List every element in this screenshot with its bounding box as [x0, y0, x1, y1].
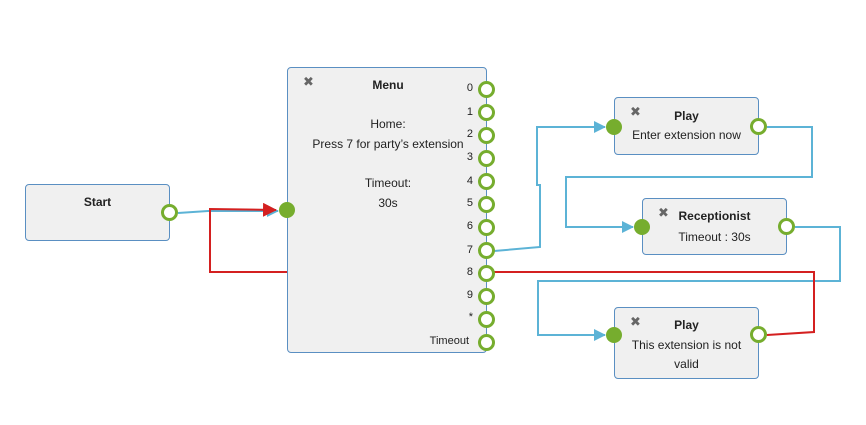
play-node-2-text-line2: valid: [674, 357, 699, 371]
receptionist-node-text: Timeout : 30s: [678, 230, 751, 244]
menu-timeout-value: 30s: [378, 196, 398, 210]
menu-output-label-9: 9: [466, 289, 473, 301]
menu-output-label-7: 7: [466, 244, 473, 256]
play-node-1-output-port[interactable]: [750, 118, 767, 135]
menu-output-port-4[interactable]: [478, 173, 495, 190]
menu-output-port-9[interactable]: [478, 288, 495, 305]
menu-output-label-6: 6: [466, 220, 473, 232]
menu-prompt-text: Press 7 for party’s extension: [312, 137, 464, 151]
menu-output-port-7[interactable]: [478, 242, 495, 259]
menu-output-port-timeout[interactable]: [478, 334, 495, 351]
menu-output-label-timeout: Timeout: [429, 335, 469, 347]
menu-output-port-0[interactable]: [478, 81, 495, 98]
menu-node[interactable]: ✖ Menu Home: Press 7 for party’s extensi…: [287, 67, 487, 353]
menu-output-port-star[interactable]: [478, 311, 495, 328]
menu-output-port-8[interactable]: [478, 265, 495, 282]
wire-menu7-to-play1[interactable]: [493, 121, 606, 252]
start-node[interactable]: Start: [25, 184, 170, 241]
play-node-2[interactable]: ✖ Play This extension is not valid: [614, 307, 759, 379]
play-node-2-text-line1: This extension is not: [631, 338, 742, 352]
play-node-1-input-port[interactable]: [606, 119, 622, 135]
play-node-2-output-port[interactable]: [750, 326, 767, 343]
play-node-2-input-port[interactable]: [606, 327, 622, 343]
receptionist-node-title: Receptionist: [678, 209, 751, 223]
play-node-1-title: Play: [674, 109, 699, 123]
close-icon[interactable]: ✖: [303, 74, 314, 89]
receptionist-output-port[interactable]: [778, 218, 795, 235]
wire-play1-to-receptionist[interactable]: [565, 126, 813, 233]
play-node-2-title: Play: [674, 318, 699, 332]
wire-receptionist-to-play2[interactable]: [537, 226, 841, 341]
menu-output-port-5[interactable]: [478, 196, 495, 213]
menu-output-label-star: *: [468, 311, 473, 323]
close-icon[interactable]: ✖: [658, 205, 669, 220]
menu-output-port-3[interactable]: [478, 150, 495, 167]
menu-output-label-0: 0: [466, 82, 473, 94]
menu-output-port-1[interactable]: [478, 104, 495, 121]
menu-timeout-label: Timeout:: [364, 176, 412, 190]
menu-output-port-2[interactable]: [478, 127, 495, 144]
menu-output-label-4: 4: [466, 175, 473, 187]
receptionist-node[interactable]: ✖ Receptionist Timeout : 30s: [642, 198, 787, 255]
menu-output-label-1: 1: [466, 106, 473, 118]
menu-output-port-6[interactable]: [478, 219, 495, 236]
menu-output-label-2: 2: [466, 128, 473, 140]
play-node-1[interactable]: ✖ Play Enter extension now: [614, 97, 759, 155]
menu-output-label-8: 8: [466, 266, 473, 278]
wire-play2-to-menu[interactable]: [209, 202, 815, 336]
start-node-title: Start: [83, 195, 112, 209]
menu-node-title: Menu: [372, 78, 404, 92]
menu-output-label-5: 5: [466, 197, 473, 209]
menu-home-label: Home:: [370, 117, 406, 131]
play-node-1-text: Enter extension now: [632, 128, 741, 142]
close-icon[interactable]: ✖: [630, 314, 641, 329]
close-icon[interactable]: ✖: [630, 104, 641, 119]
menu-output-label-3: 3: [466, 151, 473, 163]
menu-input-port[interactable]: [279, 202, 295, 218]
receptionist-input-port[interactable]: [634, 219, 650, 235]
wire-start-to-menu[interactable]: [177, 205, 279, 217]
start-output-port[interactable]: [161, 204, 178, 221]
